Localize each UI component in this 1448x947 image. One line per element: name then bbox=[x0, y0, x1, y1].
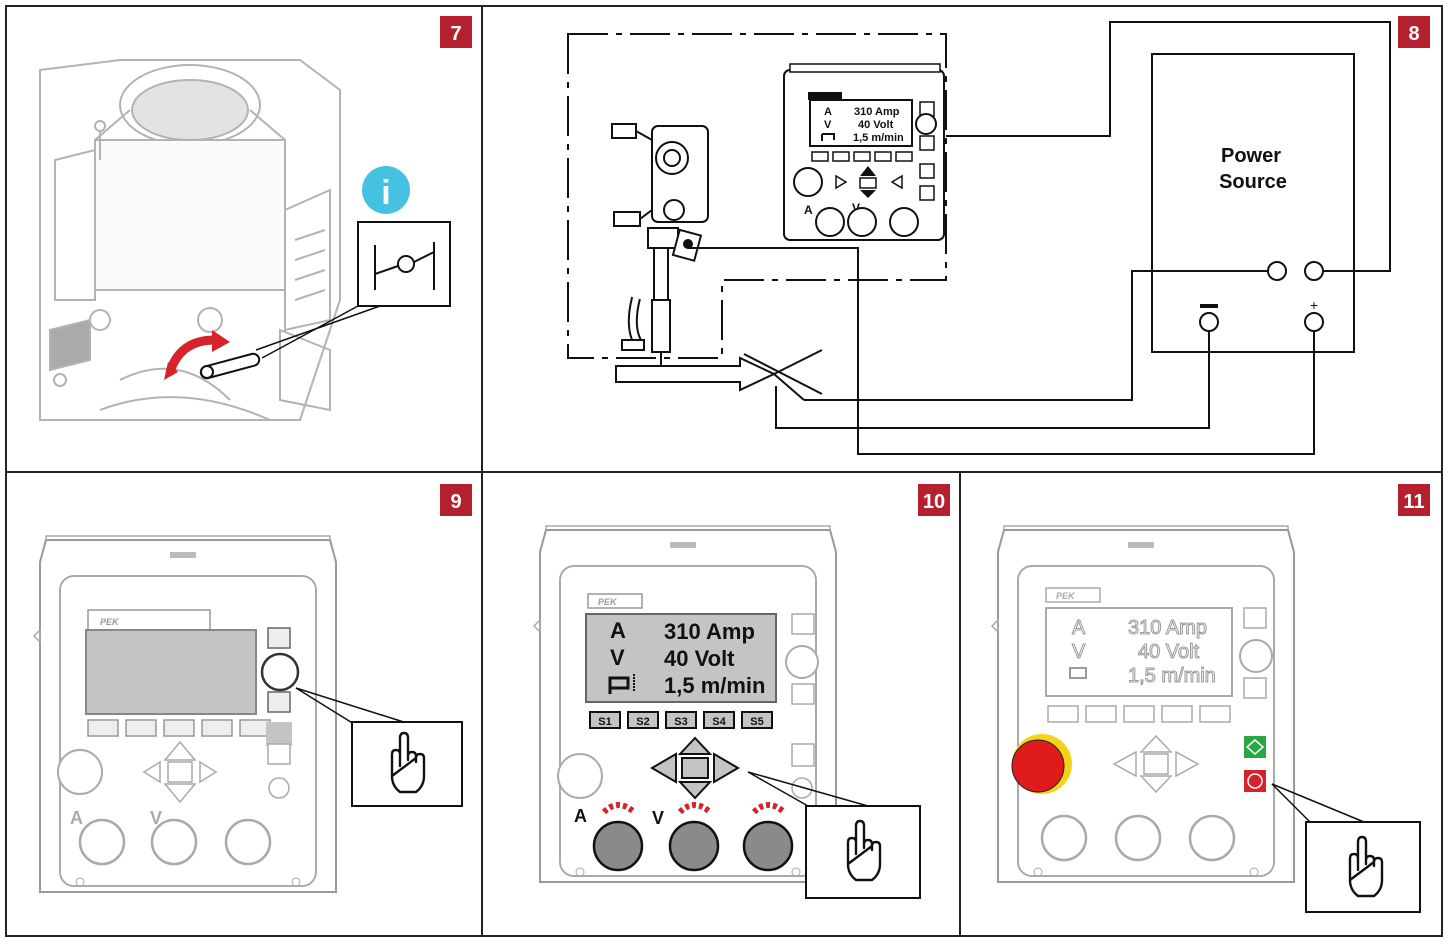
svg-text:V: V bbox=[150, 808, 162, 828]
wire-feeder-panel-10: PEK A 310 Amp V 40 Volt 1,5 m/min S1 S2 … bbox=[533, 525, 837, 883]
step-number-8: 8 bbox=[1408, 23, 1419, 45]
blank-display-9 bbox=[85, 629, 257, 715]
plus-label: + bbox=[1310, 297, 1318, 313]
softkey-s3-label: S3 bbox=[674, 716, 687, 728]
svg-text:A: A bbox=[70, 808, 83, 828]
display-row-3-value: 1,5 m/min bbox=[664, 673, 765, 698]
softkey-s2[interactable] bbox=[627, 711, 659, 729]
softkey-s1-label: S1 bbox=[598, 716, 611, 728]
display-row-2-key: V bbox=[610, 645, 625, 670]
feeder-display-row-1-value: 310 Amp bbox=[854, 106, 900, 118]
faded-row-2-key: V bbox=[1072, 641, 1086, 663]
power-source-label-line1: Power bbox=[1221, 145, 1281, 167]
display-row-1-value: 310 Amp bbox=[664, 619, 755, 644]
wiring bbox=[615, 21, 1391, 455]
switch-symbol-icon bbox=[357, 221, 451, 307]
feeder-display-row-1-key: A bbox=[824, 106, 832, 118]
display-row-1-key: A bbox=[610, 618, 626, 643]
step-badge-9 bbox=[440, 484, 472, 516]
softkey-s3[interactable] bbox=[665, 711, 697, 729]
emergency-stop-button[interactable] bbox=[1011, 739, 1065, 793]
softkey-s5-label: S5 bbox=[750, 716, 763, 728]
softkey-s1[interactable] bbox=[589, 711, 621, 729]
minus-mark bbox=[1200, 304, 1218, 308]
step-badge-7 bbox=[440, 16, 472, 48]
softkey-s4-label: S4 bbox=[712, 716, 726, 728]
faded-row-1-key: A bbox=[1072, 617, 1086, 639]
control-knob-9[interactable] bbox=[260, 652, 300, 692]
panel-10: 10 PEK A 310 Amp V 40 Volt 1,5 m/min S1 bbox=[533, 484, 950, 899]
display-row-2-value: 40 Volt bbox=[664, 646, 735, 671]
feeder-knob-label-v: V bbox=[852, 201, 860, 215]
welding-torch bbox=[611, 123, 709, 370]
softkey-s2-label: S2 bbox=[636, 716, 649, 728]
start-icon bbox=[1245, 739, 1265, 755]
control-cable bbox=[567, 33, 947, 359]
negative-terminal bbox=[1199, 312, 1219, 332]
step-number-9: 9 bbox=[450, 491, 461, 513]
rotate-arrow-icon bbox=[164, 330, 230, 380]
knob-label-v: V bbox=[652, 808, 664, 828]
turn-arrows bbox=[601, 802, 786, 815]
wire-feed-icon bbox=[608, 674, 635, 694]
wire-feeder-panel-11: PEK A 310 Amp V 40 Volt 1,5 m/min bbox=[991, 525, 1295, 883]
step-badge-11 bbox=[1398, 484, 1430, 516]
panel-8: 8 A 310 Amp V 40 Volt 1,5 m/min bbox=[567, 16, 1430, 455]
feeder-display-row-3-value: 1,5 m/min bbox=[853, 132, 904, 144]
wire-feeder-panel-9: PEK A V bbox=[33, 535, 337, 893]
brand-label-10: PEK bbox=[598, 597, 618, 607]
step-number-11: 11 bbox=[1403, 491, 1424, 513]
faded-row-1-value: 310 Amp bbox=[1128, 617, 1207, 639]
control-socket-2 bbox=[1304, 261, 1324, 281]
feeder-display-row-2-key: V bbox=[824, 119, 832, 131]
voltage-knob[interactable] bbox=[668, 820, 720, 872]
softkey-row: S1 S2 S3 S4 S5 bbox=[589, 711, 773, 729]
feeder-display-row-2-value: 40 Volt bbox=[858, 119, 894, 131]
info-glyph: i bbox=[381, 174, 390, 212]
softkey-s4[interactable] bbox=[703, 711, 735, 729]
feeder-knob-label-a: A bbox=[804, 203, 813, 217]
faded-row-2-value: 40 Volt bbox=[1138, 641, 1200, 663]
navigation-pad[interactable] bbox=[650, 736, 740, 800]
panel-9: 9 PEK A V bbox=[33, 484, 472, 893]
brand-label-9: PEK bbox=[100, 617, 120, 627]
wire-speed-knob[interactable] bbox=[742, 820, 794, 872]
power-source-box bbox=[1151, 53, 1355, 353]
power-source-label-line2: Source bbox=[1219, 171, 1287, 193]
panel-grid bbox=[5, 5, 1443, 937]
step-number-7: 7 bbox=[450, 23, 461, 45]
brand-label-11: PEK bbox=[1056, 591, 1076, 601]
knob-label-a: A bbox=[574, 806, 587, 826]
panel-11: 11 PEK A 310 Amp V 40 Volt 1,5 m/min bbox=[991, 484, 1430, 913]
stop-button[interactable] bbox=[1244, 770, 1266, 792]
wire-feeder-unit: A 310 Amp V 40 Volt 1,5 m/min A V bbox=[783, 63, 945, 241]
info-icon bbox=[362, 166, 410, 214]
panel-7: 7 i bbox=[39, 16, 472, 421]
step-number-10: 10 bbox=[923, 491, 945, 513]
machine-drawing bbox=[39, 59, 341, 421]
step-badge-10 bbox=[918, 484, 950, 516]
control-socket-1 bbox=[1267, 261, 1287, 281]
feeder-wire-icon bbox=[821, 133, 835, 141]
step-badge-8 bbox=[1398, 16, 1430, 48]
stop-icon bbox=[1247, 773, 1263, 789]
positive-terminal bbox=[1304, 312, 1324, 332]
amperage-knob[interactable] bbox=[592, 820, 644, 872]
enter-button-9[interactable] bbox=[267, 691, 291, 713]
start-button[interactable] bbox=[1244, 736, 1266, 758]
softkey-s5[interactable] bbox=[741, 711, 773, 729]
faded-row-3-value: 1,5 m/min bbox=[1128, 665, 1216, 687]
press-hand-icon-11 bbox=[1305, 821, 1421, 913]
